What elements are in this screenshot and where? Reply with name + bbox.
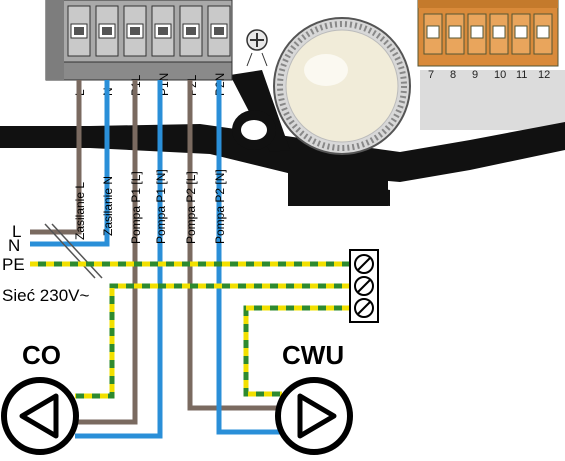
label-pump-co: CO (22, 340, 61, 370)
terminal-label-right: 10 (494, 69, 506, 81)
wire-supply-n (30, 80, 110, 247)
terminal-slot-right (533, 13, 553, 55)
terminal-slot-left (67, 5, 91, 57)
label-pompa-p2-l: Pompa P2 [L] (184, 171, 198, 244)
terminal-slot-left (123, 5, 147, 57)
wire-pump-p2-n (216, 80, 282, 435)
label-mains-siec: Sieć 230V~ (2, 286, 89, 305)
device-panel (420, 70, 565, 130)
terminal-slot-left (207, 5, 231, 57)
terminal-labels-right: 7 8 9 10 11 12 (428, 69, 550, 81)
terminal-slots-left (67, 5, 231, 57)
terminal-label-right: 9 (472, 69, 478, 81)
terminal-slot-right (489, 13, 509, 55)
terminal-slot-right (423, 13, 443, 55)
label-pompa-p2-n: Pompa P2 [N] (213, 169, 227, 244)
terminal-slot-right (467, 13, 487, 55)
pump-cwu (275, 377, 353, 455)
terminal-slot-left (95, 5, 119, 57)
wire-pe-cwu (243, 305, 350, 397)
terminal-slot-left (179, 5, 203, 57)
terminal-label-right: 7 (428, 69, 434, 81)
pump-cwu-arrow-icon (297, 393, 337, 439)
pe-terminal-strip (349, 249, 379, 323)
terminal-slot-right (511, 13, 531, 55)
label-pump-cwu: CWU (282, 340, 344, 370)
terminal-slot-right (445, 13, 465, 55)
housing-strap (0, 122, 565, 206)
mount-hole-inner (241, 120, 267, 140)
label-zasilanie-n: Zasilanie N (101, 176, 115, 236)
label-mains-l: L (12, 222, 21, 241)
terminal-label-right: 12 (538, 69, 550, 81)
wires (30, 80, 350, 439)
label-mains-pe: PE (2, 255, 25, 274)
wire-pump-p2-l (187, 80, 282, 411)
pump-co-arrow-icon (19, 393, 59, 439)
wire-supply-l (30, 80, 82, 235)
wire-pump-p1-l (75, 80, 138, 425)
housing-bracket (288, 172, 388, 206)
label-zasilanie-l: Zasilanie L (73, 182, 87, 240)
label-pompa-p1-n: Pompa P1 [N] (154, 169, 168, 244)
screw-icon (246, 29, 268, 67)
terminal-slot-left (151, 5, 175, 57)
terminal-label-right: 8 (450, 69, 456, 81)
wire-pump-p1-n (75, 80, 163, 439)
pump-co (1, 377, 79, 455)
terminal-slots-right (423, 13, 553, 55)
rotary-knob (273, 17, 411, 155)
terminal-label-right: 11 (516, 69, 527, 81)
label-pompa-p1-l: Pompa P1 [L] (129, 171, 143, 244)
label-mains-n: N (8, 236, 20, 255)
wire-pe-co (75, 283, 350, 399)
